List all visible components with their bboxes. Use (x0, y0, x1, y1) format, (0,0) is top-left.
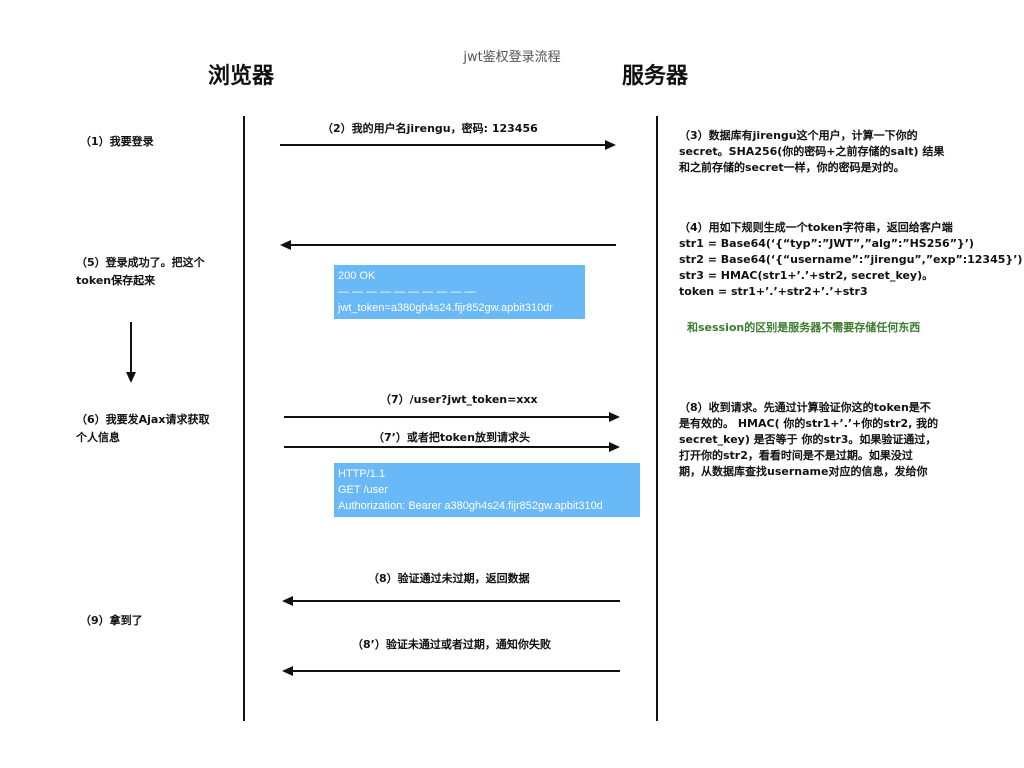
message-7b-arrow (284, 442, 620, 452)
browser-step-5: （5）登录成功了。把这个 token保存起来 (76, 256, 205, 287)
browser-step-1: （1）我要登录 (80, 135, 154, 148)
browser-down-arrow-shaft (130, 322, 132, 374)
message-8-arrow (282, 596, 620, 606)
message-7-label: （7）/user?jwt_token=xxx (380, 393, 538, 406)
message-7-arrow (284, 412, 620, 422)
token-response-arrow (280, 240, 616, 250)
message-2-label: （2）我的用户名jirengu，密码: 123456 (322, 122, 538, 135)
server-step-3: （3）数据库有jirengu这个用户，计算一下你的 secret。SHA256(… (679, 129, 945, 174)
message-8b-arrow (282, 666, 620, 676)
session-difference-note: 和session的区别是服务器不需要存储任何东西 (687, 321, 921, 334)
server-lifeline (656, 116, 658, 721)
browser-step-6: （6）我要发Ajax请求获取 个人信息 (76, 413, 210, 444)
browser-down-arrow-head (126, 372, 136, 383)
message-2-arrow (280, 140, 616, 150)
browser-column-header: 浏览器 (208, 64, 275, 89)
browser-lifeline (243, 116, 245, 721)
message-8-label: （8）验证通过未过期，返回数据 (368, 572, 530, 585)
server-step-4: （4）用如下规则生成一个token字符串，返回给客户端 str1 = Base6… (679, 221, 1023, 298)
browser-step-9: （9）拿到了 (80, 614, 143, 627)
message-8b-label: （8’）验证未通过或者过期，通知你失败 (352, 638, 551, 651)
server-step-8: （8）收到请求。先通过计算验证你这的token是不 是有效的。 HMAC( 你的… (679, 401, 939, 478)
diagram-title: jwt鉴权登录流程 (463, 50, 561, 65)
message-7b-label: （7’）或者把token放到请求头 (373, 431, 530, 444)
server-column-header: 服务器 (622, 64, 689, 89)
token-response-box: 200 OK — — — — — — — — — — jwt_token=a38… (334, 265, 585, 319)
http-request-box: HTTP/1.1 GET /user Authorization: Bearer… (334, 463, 640, 517)
